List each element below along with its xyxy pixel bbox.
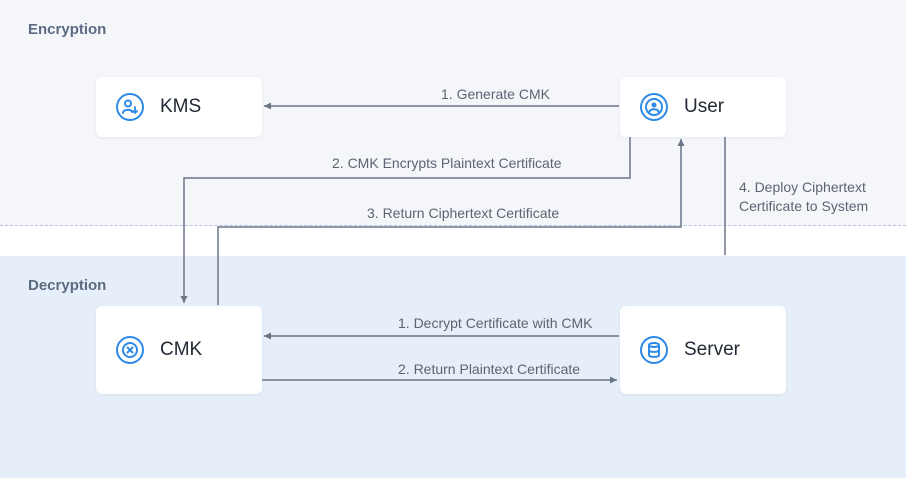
edge-cmk-encrypts (180, 137, 631, 303)
database-icon (639, 335, 669, 365)
node-user-label: User (684, 96, 725, 117)
edge-label-return-ciphertext: 3. Return Ciphertext Certificate (367, 205, 560, 221)
edge-label-cmk-encrypts: 2. CMK Encrypts Plaintext Certificate (332, 155, 562, 171)
section-divider (0, 225, 906, 226)
encryption-section-label: Encryption (28, 21, 107, 38)
key-user-icon (115, 92, 145, 122)
node-cmk: CMK (96, 306, 262, 394)
cmk-circle-x-icon (115, 335, 145, 365)
edge-label-decrypt-with-cmk: 1. Decrypt Certificate with CMK (398, 315, 593, 331)
band-gap (0, 226, 906, 256)
node-cmk-label: CMK (160, 339, 203, 360)
edge-label-deploy-line1: 4. Deploy Ciphertext (739, 179, 866, 195)
user-circle-icon (639, 92, 669, 122)
edge-label-deploy-line2: Certificate to System (739, 198, 869, 214)
node-server: Server (620, 306, 786, 394)
node-user: User (620, 77, 786, 137)
edge-label-return-plaintext: 2. Return Plaintext Certificate (398, 361, 581, 377)
node-server-label: Server (684, 339, 740, 360)
node-kms-label: KMS (160, 96, 202, 117)
edge-label-generate-cmk: 1. Generate CMK (441, 86, 550, 102)
node-kms: KMS (96, 77, 262, 137)
decryption-section-label: Decryption (28, 277, 107, 294)
edge-return-ciphertext (217, 139, 685, 305)
